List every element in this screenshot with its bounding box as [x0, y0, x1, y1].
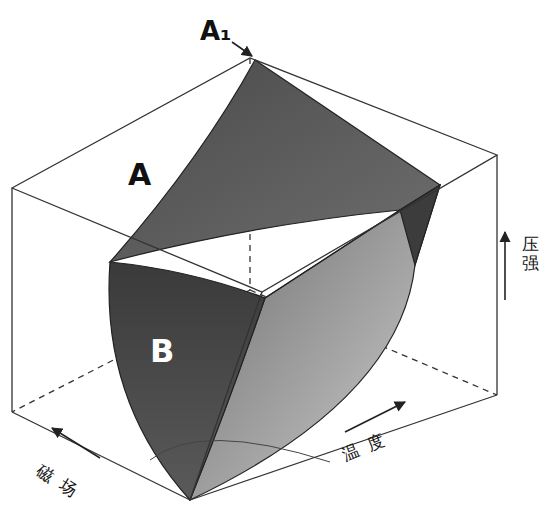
phase-boundary-sheet — [400, 185, 440, 265]
phase-label: A₁ — [200, 18, 232, 44]
axis-label: 温度 — [340, 428, 397, 464]
axis-label: 磁场 — [33, 462, 88, 505]
axis-arrow — [52, 42, 505, 458]
phase-label: B — [150, 335, 174, 367]
phase-boundary-sheet — [109, 262, 265, 500]
axis-label: 压强 — [522, 235, 539, 272]
surface-edge — [150, 440, 330, 462]
phase-label: A — [128, 160, 151, 190]
box-edge — [12, 58, 497, 500]
